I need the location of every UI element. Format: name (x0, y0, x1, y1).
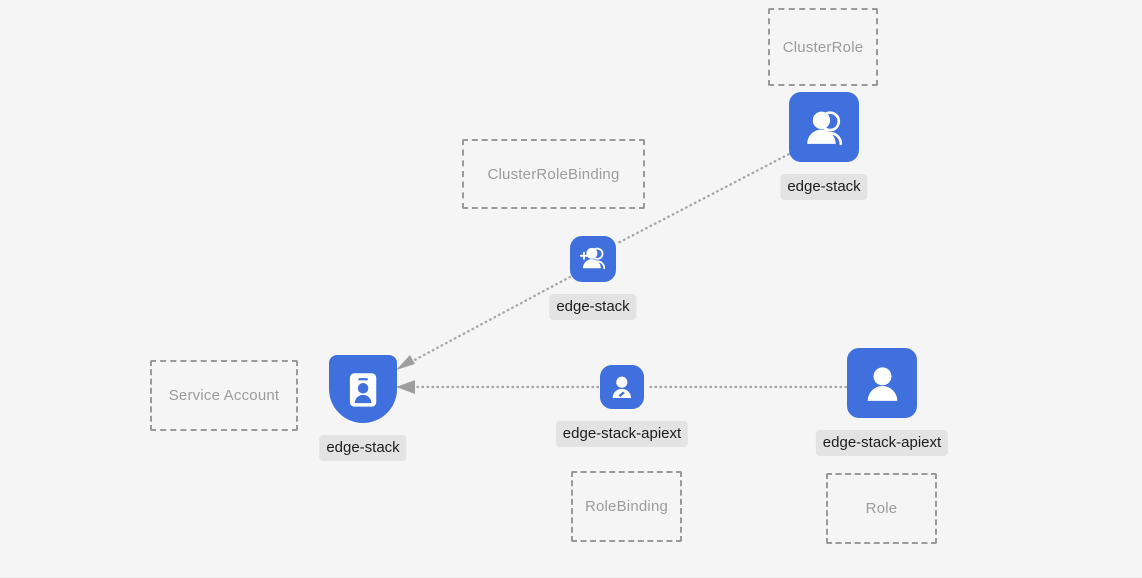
arrowhead-to-serviceaccount-lower (396, 380, 415, 394)
type-box-label: Role (865, 500, 898, 517)
id-badge-icon[interactable] (329, 355, 397, 423)
person-edit-icon[interactable] (600, 365, 644, 409)
node-label: edge-stack (549, 294, 637, 320)
type-box-label: ClusterRoleBinding (487, 165, 620, 183)
node-label: edge-stack-apiext (555, 421, 689, 447)
type-box-label: ClusterRole (782, 38, 864, 56)
type-box-label: RoleBinding (584, 498, 669, 515)
type-box-clusterrole: ClusterRole (768, 8, 878, 86)
node-label: edge-stack (780, 174, 868, 200)
node-label: edge-stack-apiext (815, 430, 949, 456)
type-box-clusterrolebinding: ClusterRoleBinding (462, 139, 645, 209)
person-icon[interactable] (847, 348, 917, 418)
group-icon[interactable] (789, 92, 859, 162)
add-person-icon[interactable] (570, 236, 616, 282)
type-box-service-account: Service Account (150, 360, 298, 431)
arrowhead-to-serviceaccount-upper (396, 355, 415, 370)
edge-clusterrolebinding-to-serviceaccount (407, 275, 572, 365)
type-box-rolebinding: RoleBinding (571, 471, 682, 542)
type-box-label: Service Account (168, 387, 280, 404)
type-box-role: Role (826, 473, 937, 544)
node-label: edge-stack (319, 435, 407, 461)
